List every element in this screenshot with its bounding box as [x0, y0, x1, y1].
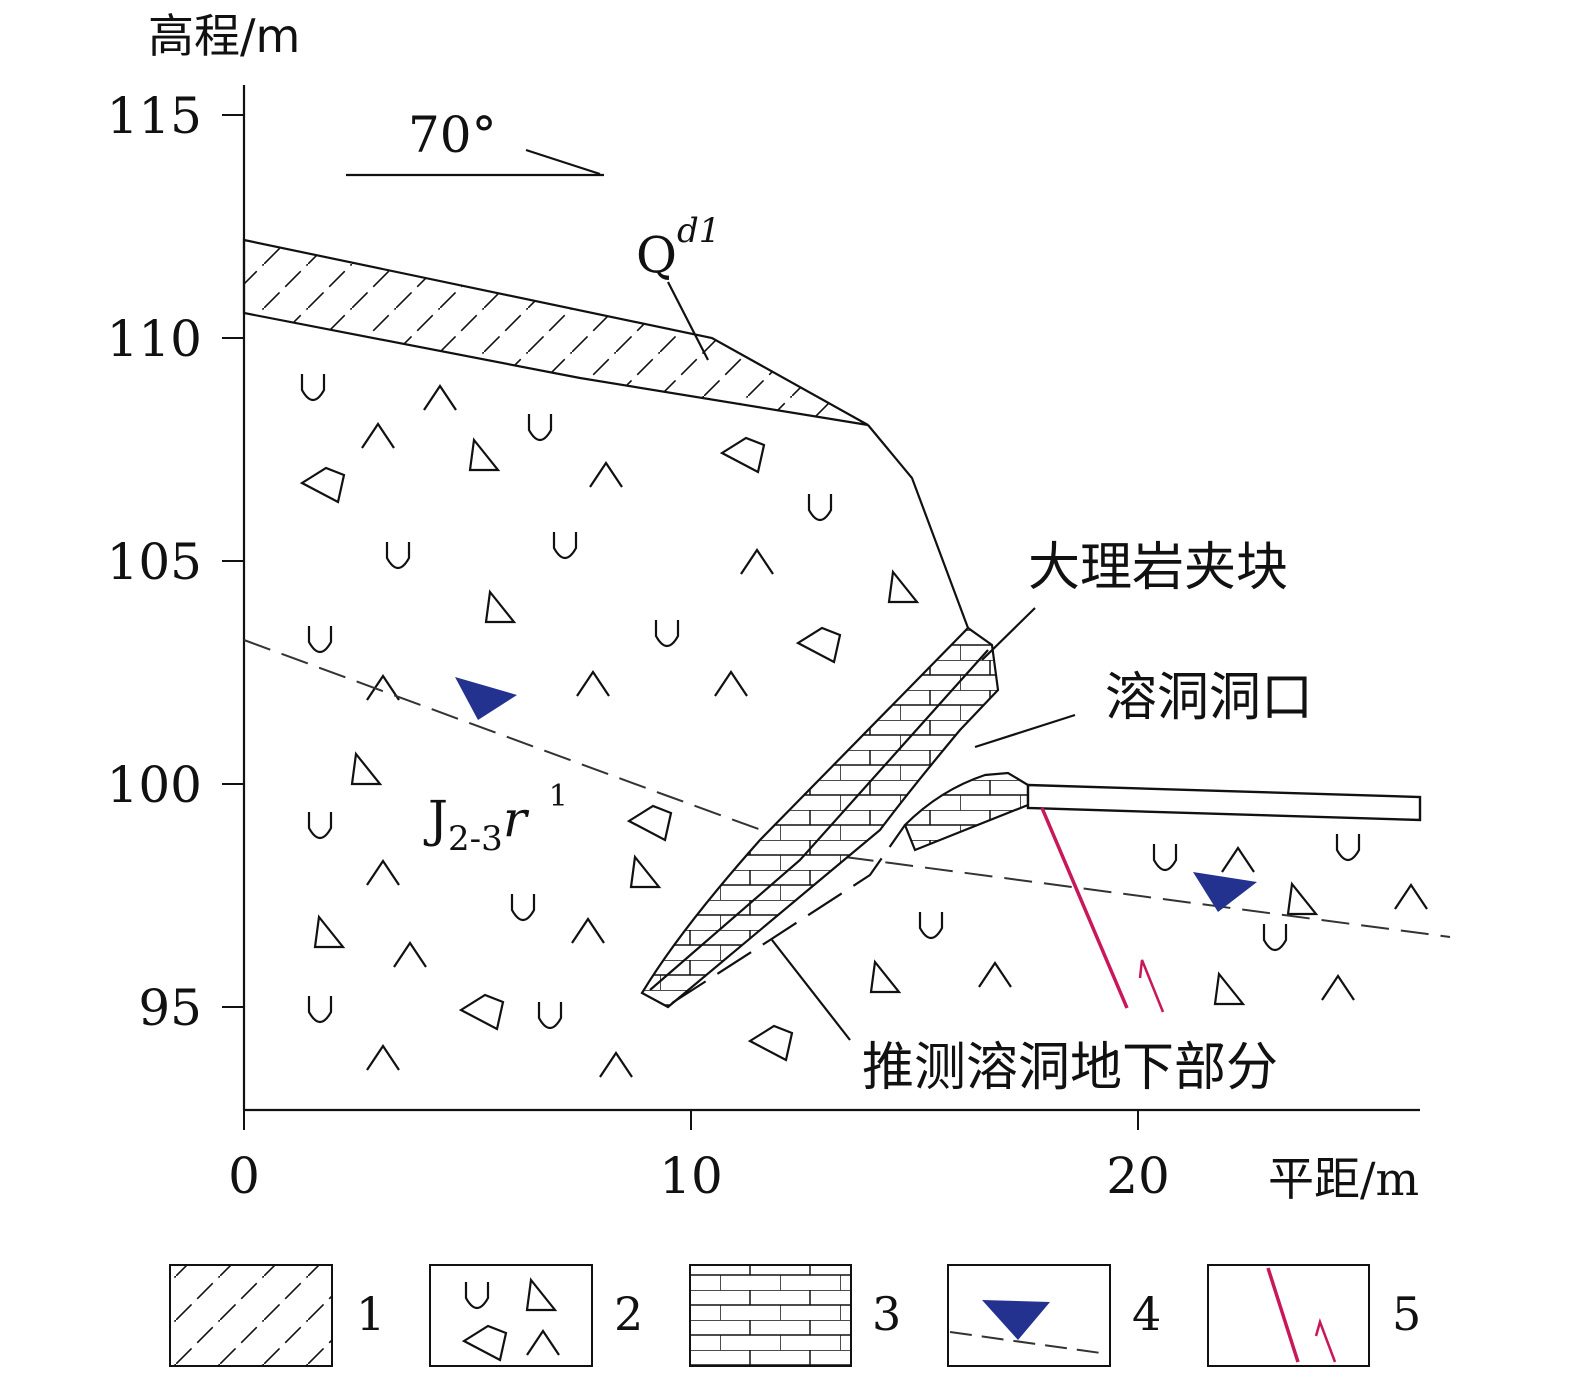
- qdl-leader: [667, 281, 709, 361]
- caret-symbol: [1221, 846, 1255, 873]
- triangle-symbol: [313, 914, 346, 949]
- u-symbol: [1262, 924, 1288, 952]
- y-tick-label: 115: [107, 87, 202, 145]
- breccia-symbol: [299, 466, 346, 504]
- legend-item-5: 5: [1207, 1264, 1421, 1367]
- caret-symbol: [576, 670, 610, 697]
- x-tick-label: 10: [659, 1147, 723, 1205]
- triangle-symbol: [887, 569, 920, 604]
- dip-label: 70°: [408, 106, 497, 164]
- triangle-symbol: [1286, 881, 1319, 916]
- u-symbol: [807, 494, 833, 522]
- svg-text:5: 5: [1392, 1287, 1421, 1341]
- y-axis-label: 高程/m: [148, 9, 300, 63]
- groundwater-line: [243, 639, 1451, 938]
- caret-symbol: [740, 548, 774, 575]
- caret-symbol: [978, 961, 1012, 988]
- x-axis-label: 平距/m: [1268, 1152, 1419, 1206]
- triangle-symbol: [468, 437, 501, 472]
- caret-symbol: [526, 1329, 560, 1356]
- triangle-symbol: [869, 959, 902, 994]
- triangle-symbol: [1213, 971, 1246, 1006]
- u-symbol: [654, 620, 680, 648]
- road-slab: [1026, 783, 1422, 822]
- cave-mouth-label: 溶洞洞口: [1105, 668, 1313, 728]
- breccia-symbol: [719, 436, 766, 474]
- u-symbol: [300, 374, 326, 402]
- x-tick-label: 0: [228, 1147, 260, 1205]
- y-axis: 115 110 105 100 95 高程/m: [107, 9, 300, 1110]
- caret-symbol: [366, 859, 400, 886]
- breccia-symbol: [461, 1324, 508, 1362]
- y-tick-label: 105: [107, 533, 202, 591]
- dip-indicator: 70°: [346, 106, 604, 177]
- caret-symbol: [1394, 883, 1428, 910]
- y-tick-label: 95: [138, 979, 202, 1037]
- u-symbol: [464, 1282, 490, 1310]
- x-axis: 0 10 20 平距/m: [228, 1108, 1420, 1206]
- cave-block: [903, 771, 1030, 852]
- rock-symbols: [299, 374, 1428, 1078]
- marble-label: 大理岩夹块: [1028, 538, 1288, 598]
- y-tick-label: 100: [107, 756, 202, 814]
- svg-text:1: 1: [356, 1287, 385, 1341]
- legend-item-4: 4: [947, 1264, 1161, 1367]
- qdl-layer: [242, 238, 869, 427]
- u-symbol: [307, 812, 333, 840]
- svg-text:3: 3: [872, 1287, 901, 1341]
- u-symbol: [527, 414, 553, 442]
- caret-symbol: [589, 461, 623, 488]
- caret-symbol: [366, 674, 400, 701]
- u-symbol: [1152, 844, 1178, 872]
- u-symbol: [552, 532, 578, 560]
- u-symbol: [537, 1002, 563, 1030]
- triangle-symbol: [629, 854, 662, 889]
- triangle-symbol: [525, 1277, 558, 1312]
- triangle-symbol: [484, 589, 517, 624]
- u-symbol: [307, 626, 333, 654]
- qdl-label: Qd1: [636, 211, 720, 284]
- cave-underground-label: 推测溶洞地下部分: [862, 1038, 1278, 1098]
- u-symbol: [510, 894, 536, 922]
- caret-symbol: [714, 670, 748, 697]
- u-symbol: [918, 912, 944, 940]
- breccia-symbol: [795, 626, 842, 664]
- legend-item-2: 2: [429, 1264, 643, 1367]
- caret-symbol: [393, 941, 427, 968]
- legend-item-1: 1: [169, 1264, 385, 1367]
- legend-item-3: 3: [689, 1264, 901, 1367]
- caret-symbol: [599, 1051, 633, 1078]
- caret-symbol: [366, 1044, 400, 1071]
- water-level-icon: [1193, 872, 1257, 912]
- caret-symbol: [571, 917, 605, 944]
- caret-symbol: [1321, 974, 1355, 1001]
- inferred-cave-line: [671, 824, 906, 1004]
- y-tick-label: 110: [107, 310, 202, 368]
- u-symbol: [307, 996, 333, 1024]
- breccia-symbol: [626, 804, 673, 842]
- breccia-symbol: [747, 1024, 794, 1062]
- caret-symbol: [361, 422, 395, 449]
- breccia-symbol: [458, 993, 505, 1031]
- caret-symbol: [423, 384, 457, 411]
- water-level-icon: [455, 677, 517, 720]
- marble-block: [640, 626, 1000, 1009]
- u-symbol: [385, 542, 411, 570]
- u-symbol: [1335, 834, 1361, 862]
- fault: [1040, 807, 1165, 1013]
- triangle-symbol: [350, 751, 383, 786]
- legend: 1 2 3 4 5: [169, 1264, 1421, 1367]
- svg-text:2: 2: [614, 1287, 643, 1341]
- svg-text:4: 4: [1132, 1287, 1161, 1341]
- x-tick-label: 20: [1106, 1147, 1170, 1205]
